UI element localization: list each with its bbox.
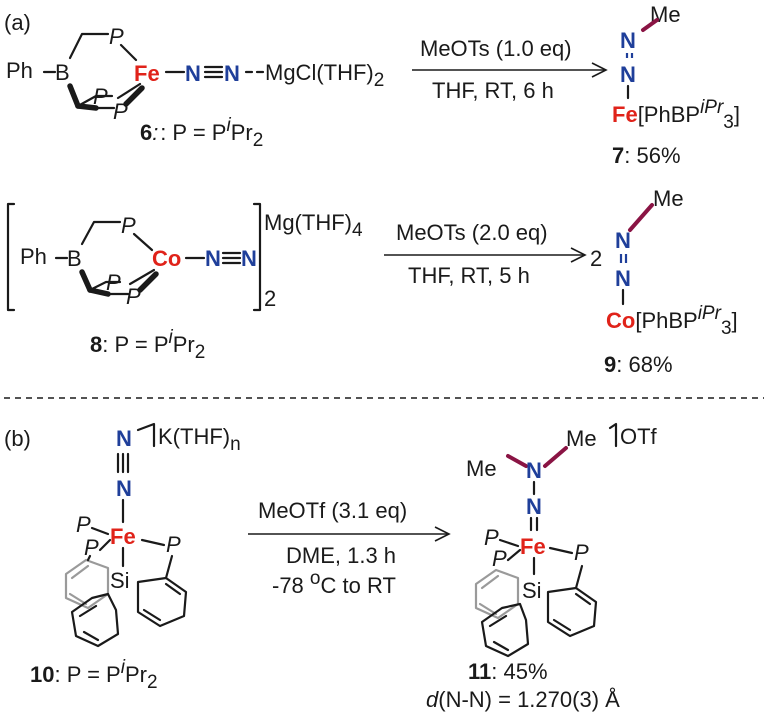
phosphine-p2-8: P	[106, 270, 121, 295]
phosphine-p1-11: P	[484, 525, 499, 550]
phosphine-p1-8: P	[121, 213, 136, 238]
counterion-10: K(THF)n	[158, 424, 241, 455]
arm-3-wedge	[75, 103, 99, 111]
coefficient-2: 2	[590, 246, 602, 271]
benzene-right-10	[136, 576, 188, 628]
charge-bracket-10	[136, 422, 156, 448]
compound-6-caption: 6: : P = PiPr2	[140, 115, 263, 151]
panel-b-label: (b)	[4, 426, 31, 451]
methyl-bond	[641, 18, 659, 32]
phosphine-p3-10: P	[166, 532, 181, 557]
iron-complex-7: Fe[PhBPiPr3]	[612, 97, 740, 133]
silicon-atom-11: Si	[522, 578, 542, 603]
methyl-bond-right	[543, 446, 568, 468]
compound-9-caption: 9: 68%	[604, 352, 673, 377]
compound-10: N N K(THF)n Fe P P P Si 10: P = PiPr2	[30, 422, 241, 693]
compound-7-caption: 7: 56%	[612, 143, 681, 168]
arrow-3: MeOTf (3.1 eq) DME, 1.3 h -78 oC to RT	[248, 498, 451, 598]
charge-bracket-11	[608, 422, 618, 448]
phosphine-p2-11: P	[492, 546, 507, 571]
nitrogen-top-11: N	[526, 458, 542, 483]
phenyl-label: Ph	[6, 58, 33, 83]
nitrogen-a: N	[620, 28, 636, 53]
conditions-3b: -78 oC to RT	[272, 568, 396, 598]
phosphine-p3-11: P	[574, 540, 589, 565]
benzene-left-11	[480, 602, 530, 658]
conditions-1: THF, RT, 6 h	[432, 78, 554, 103]
bracket-left	[6, 202, 16, 312]
arrow-2: MeOTs (2.0 eq) THF, RT, 5 h	[384, 220, 587, 288]
arm-2	[76, 94, 114, 108]
methyl-left-11: Me	[466, 456, 497, 481]
compound-7: Me N N Fe[PhBPiPr3] 7: 56%	[612, 2, 740, 168]
methyl-bond-9	[628, 203, 654, 232]
phosphine-p1: P	[109, 24, 124, 49]
compound-9: 2 Me N N Co[PhBPiPr3] 9: 68%	[590, 186, 738, 377]
p1-fe-bond	[119, 43, 138, 62]
compound-10-caption: 10: P = PiPr2	[30, 657, 158, 693]
iron-atom-10: Fe	[110, 524, 136, 549]
boron-atom-8: B	[67, 246, 82, 271]
boron-atom: B	[55, 60, 70, 85]
nitrogen-a-9: N	[615, 228, 631, 253]
compound-11-caption: 11: 45%	[468, 659, 548, 684]
reagent-2: MeOTs (2.0 eq)	[396, 220, 548, 245]
iron-atom: Fe	[134, 61, 160, 86]
conditions-3a: DME, 1.3 h	[286, 543, 396, 568]
bond-length-label: d(N-N) = 1.270(3) Å	[426, 687, 620, 712]
arm-1	[68, 32, 110, 60]
triple-bond-10	[116, 452, 130, 474]
p2-fe-bond	[116, 82, 142, 100]
counterion-8: Mg(THF)4	[264, 210, 363, 241]
cobalt-complex-9: Co[PhBPiPr3]	[606, 303, 738, 339]
compound-8: Mg(THF)4 2 Ph B P P P Co N N 8: P = PiPr…	[6, 202, 363, 363]
reagent-1: MeOTs (1.0 eq)	[420, 36, 572, 61]
nitrogen-top-10: N	[116, 426, 132, 451]
bracket-subscript: 2	[264, 286, 276, 311]
bracket-right	[252, 202, 262, 312]
nitrogen-2: N	[224, 61, 240, 86]
compound-6: Ph B P P P Fe N N MgCl(THF)2 6: : P = Pi…	[6, 24, 384, 151]
iron-atom-11: Fe	[520, 534, 546, 559]
phosphine-p2: P	[93, 84, 108, 109]
counterion-6: MgCl(THF)2	[265, 60, 384, 91]
phenyl-label-8: Ph	[20, 244, 47, 269]
compound-11: Me Me OTf N N Fe P P P Si 11: 45% d(N-N)…	[426, 422, 658, 712]
methyl-label-9: Me	[653, 186, 684, 211]
arm-2-wedge	[67, 83, 81, 109]
phosphine-p3-8: P	[126, 284, 141, 309]
nitrogen-bottom-10: N	[116, 476, 132, 501]
arrow-1: MeOTs (1.0 eq) THF, RT, 6 h	[412, 36, 608, 103]
nitrogen-b: N	[620, 62, 636, 87]
p3-fe-wedge	[123, 85, 145, 107]
benzene-left-10	[70, 592, 120, 648]
reagent-3: MeOTf (3.1 eq)	[258, 498, 407, 523]
panel-a-label: (a)	[4, 10, 31, 35]
triflate-anion: OTf	[620, 424, 658, 449]
triple-bond	[203, 65, 224, 79]
nitrogen-1-8: N	[205, 246, 221, 271]
nitrogen-bottom-11: N	[526, 494, 542, 519]
triple-bond-8	[221, 251, 242, 265]
benzene-right-11	[546, 586, 598, 638]
silicon-atom-10: Si	[110, 568, 130, 593]
conditions-2: THF, RT, 5 h	[408, 263, 530, 288]
nitrogen-2-8: N	[241, 246, 257, 271]
cobalt-atom: Co	[152, 246, 181, 271]
nitrogen-1: N	[185, 61, 201, 86]
methyl-bond-left	[506, 454, 528, 468]
methyl-right-11: Me	[566, 426, 597, 451]
compound-8-caption: 8: P = PiPr2	[90, 327, 205, 363]
phosphine-p1-10: P	[76, 512, 91, 537]
phosphine-p2-10: P	[84, 535, 99, 560]
nitrogen-b-9: N	[615, 266, 631, 291]
